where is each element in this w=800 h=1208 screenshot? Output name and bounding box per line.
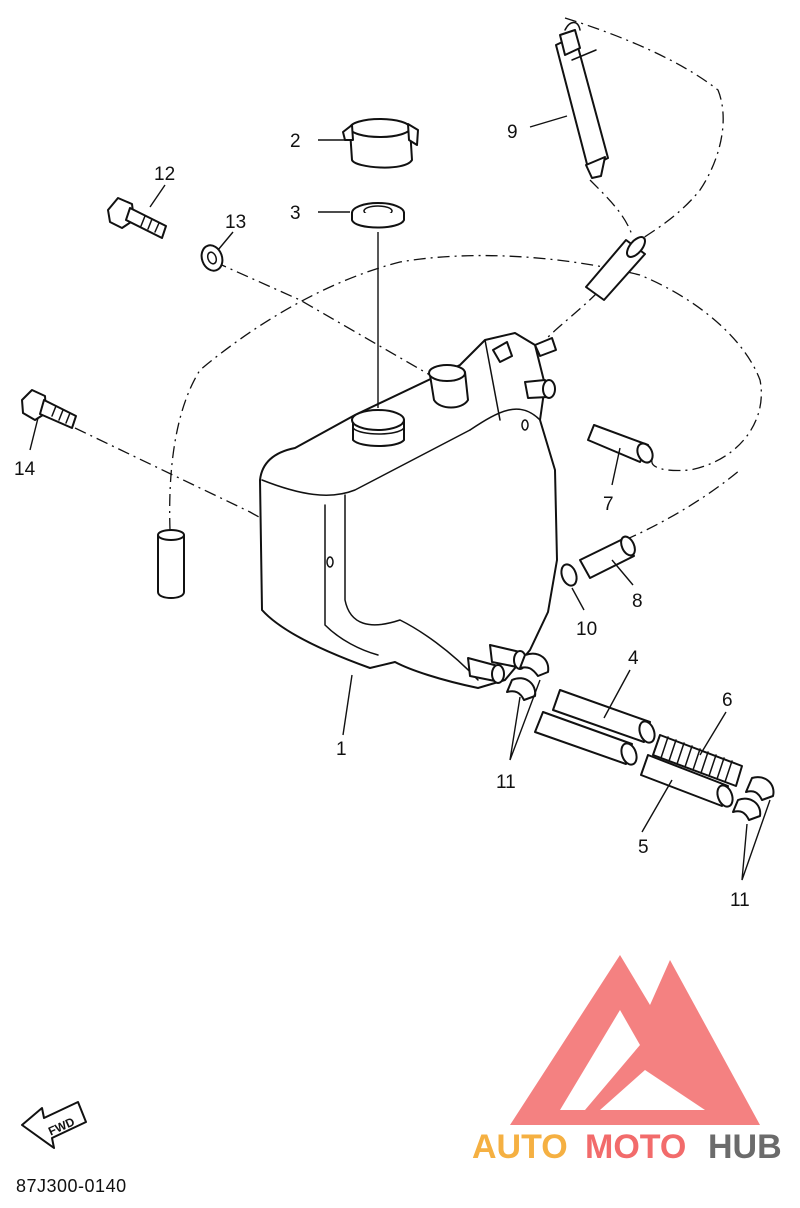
callout-13: 13 — [225, 212, 246, 233]
hose-short-left — [157, 529, 185, 599]
callout-11b: 11 — [730, 890, 750, 911]
clamps-11-left — [506, 652, 550, 701]
oil-tank-1 — [259, 332, 558, 689]
o-ring-10 — [560, 563, 578, 587]
callout-1: 1 — [336, 739, 347, 760]
logo-text-auto: AUTO — [472, 1128, 568, 1166]
clamps-11-right — [732, 776, 775, 821]
washer-13 — [200, 244, 224, 272]
bolt-12 — [107, 197, 167, 239]
hose-5 — [640, 754, 734, 808]
callout-8: 8 — [632, 591, 643, 612]
hose-short-upper — [585, 236, 646, 301]
hose-9 — [555, 21, 609, 179]
callout-12: 12 — [154, 164, 175, 185]
hose-4 — [534, 689, 656, 766]
callout-4: 4 — [628, 648, 639, 669]
callout-5: 5 — [638, 837, 649, 858]
automotohub-logo: AUTO MOTO HUB — [472, 955, 782, 1166]
hose-7 — [587, 424, 654, 464]
callout-2: 2 — [290, 131, 301, 152]
callout-14: 14 — [14, 459, 36, 480]
logo-text-moto: MOTO — [585, 1128, 686, 1166]
drawing-code: 87J300-0140 — [16, 1176, 127, 1196]
callout-11a: 11 — [496, 772, 516, 793]
hose-8 — [579, 535, 636, 579]
logo-triangle-icon — [510, 955, 760, 1125]
fwd-arrow-icon: FWD — [21, 1101, 87, 1149]
callout-10: 10 — [576, 619, 597, 640]
callout-9: 9 — [507, 122, 518, 143]
spring-guard-6 — [652, 734, 743, 787]
callout-6: 6 — [722, 690, 733, 711]
leader-lines — [29, 115, 771, 881]
filler-cap-2 — [342, 118, 419, 169]
gasket-3 — [351, 202, 405, 229]
callout-3: 3 — [290, 203, 301, 224]
bolt-14 — [21, 389, 77, 429]
callout-7: 7 — [603, 494, 614, 515]
callouts: 1 2 3 4 5 6 7 8 9 10 11 11 12 13 14 — [14, 122, 750, 911]
logo-text-hub: HUB — [708, 1128, 782, 1166]
